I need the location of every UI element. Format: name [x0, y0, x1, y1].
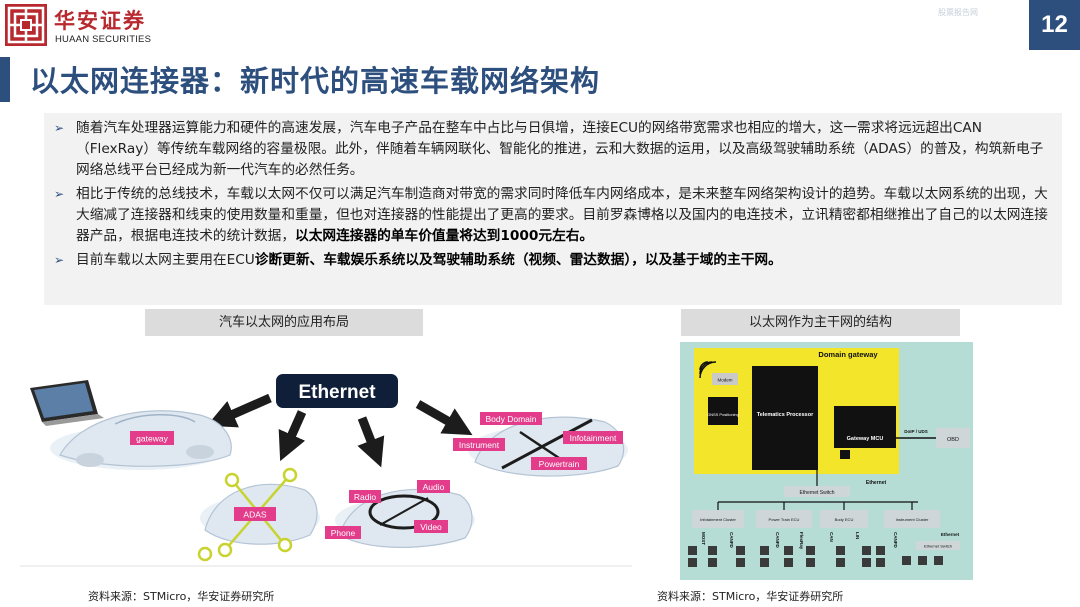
obd-label: OBD: [947, 437, 959, 443]
gnss-box: [708, 397, 738, 425]
obd-box: [936, 428, 970, 448]
bullet-arrow-icon: ➢: [54, 253, 65, 267]
tag-gateway-box: [130, 431, 174, 445]
gateway-mcu-box: [834, 406, 896, 448]
bullet-bold-text: 诊断更新、车载娱乐系统以及驾驶辅助系统（视频、雷达数据），以及基于域的主干网。: [254, 252, 782, 268]
tag-phone-box: [325, 526, 361, 539]
arrow-to-body: [415, 400, 473, 436]
logo-chinese-name: 华安证券: [54, 8, 146, 33]
ethernet-switch-2-label: Ethernet Switch: [924, 544, 952, 549]
tag-phone: Phone: [331, 528, 356, 538]
arrow-to-adas: [278, 410, 307, 462]
page-number: 12: [1029, 0, 1080, 50]
ethernet-switch-2-box: [916, 541, 960, 550]
arrow-to-infotainment: [357, 416, 385, 468]
lock-icon: [840, 450, 850, 459]
telematics-box: [752, 366, 818, 470]
tag-radio-box: [349, 490, 381, 503]
ethernet-label-2: Ethernet: [941, 532, 960, 537]
tag-adas: ADAS: [243, 510, 266, 520]
bus-canfd-1: CANFD: [729, 532, 734, 548]
bus-lin: LIN: [855, 532, 860, 539]
summary-box: ➢ 随着汽车处理器运算能力和硬件的高速发展，汽车电子产品在整车中占比与日俱增，连…: [44, 113, 1062, 305]
page-title: 以太网连接器：新时代的高速车载网络架构: [30, 64, 601, 98]
tag-video: Video: [420, 522, 442, 532]
bullet-text: 随着汽车处理器运算能力和硬件的高速发展，汽车电子产品在整车中占比与日俱增，连接E…: [76, 120, 1044, 178]
modem-box: [712, 373, 738, 385]
tag-audio-box: [417, 480, 450, 493]
ethernet-switch-box: [784, 486, 850, 497]
tag-audio: Audio: [423, 482, 445, 492]
backbone-links: [717, 470, 918, 510]
bus-can: CAN: [829, 532, 834, 542]
ethernet-box: [276, 374, 398, 408]
modem-label: Modem: [717, 378, 732, 383]
ecu-infotainment-label: Infotainment Cluster: [700, 517, 736, 522]
figure-caption-right: 以太网作为主干网的结构: [681, 309, 960, 336]
tag-radio: Radio: [354, 492, 376, 502]
ethernet-switch-label: Ethernet Switch: [799, 490, 834, 496]
figure-source-left: 资料来源：STMicro，华安证券研究所: [88, 590, 275, 603]
tag-infotainment-box: [563, 431, 623, 444]
wifi-icon: [699, 361, 717, 379]
bullet-bold-text: 以太网连接器的单车价值量将达到1000元左右。: [295, 228, 594, 244]
ecu-body-box: [820, 510, 868, 528]
bus-most: MOST: [701, 532, 706, 545]
bus-canfd-2: CANFD: [775, 532, 780, 548]
bus-flexray: FlexRay: [799, 532, 804, 550]
tag-video-box: [414, 520, 448, 533]
ecu-instrument-label: Instrument Cluster: [896, 517, 929, 522]
tag-body-box: [480, 412, 542, 425]
figure-source-right: 资料来源：STMicro，华安证券研究所: [657, 590, 844, 603]
bus-canfd-3: CANFD: [893, 532, 898, 548]
bullet-item: ➢ 目前车载以太网主要用在ECU诊断更新、车载娱乐系统以及驾驶辅助系统（视频、雷…: [54, 250, 1054, 271]
tag-instrument-box: [453, 438, 505, 451]
bullet-text: 相比于传统的总线技术，车载以太网不仅可以满足汽车制造商对带宽的需求同时降低车内网…: [76, 186, 1048, 244]
tag-powertrain-box: [531, 457, 587, 470]
title-accent-bar: [0, 57, 10, 102]
tag-infotainment: Infotainment: [570, 433, 617, 443]
logo-seal-icon: [5, 4, 47, 46]
ecu-powertrain-box: [756, 510, 812, 528]
figure-caption-left: 汽车以太网的应用布局: [145, 309, 423, 336]
ethernet-application-figure: Ethernet gateway ADAS: [20, 374, 632, 567]
node-blocks: [688, 546, 943, 567]
ecu-infotainment-box: [692, 510, 744, 528]
backbone-architecture-figure: Domain gateway Modem GNSS Positioning Te…: [680, 342, 973, 580]
company-logo: 华安证券 HUAAN SECURITIES: [4, 3, 154, 47]
ecu-powertrain-label: Power Train ECU: [769, 517, 800, 522]
ethernet-label: Ethernet: [298, 382, 376, 403]
telematics-label: Telematics Processor: [757, 412, 814, 418]
bullet-text: 目前车载以太网主要用在ECU: [76, 252, 255, 268]
tag-gateway: gateway: [136, 434, 168, 444]
gateway-mcu-label: Gateway MCU: [847, 436, 884, 442]
bullet-arrow-icon: ➢: [54, 187, 65, 201]
tag-body-domain: Body Domain: [485, 414, 536, 424]
logo-english-name: HUAAN SECURITIES: [55, 34, 152, 45]
domain-gateway-label: Domain gateway: [818, 350, 878, 359]
tablet-icon: [30, 380, 104, 426]
arrow-to-gateway: [206, 393, 272, 428]
ethernet-label: Ethernet: [866, 480, 887, 486]
ecu-body-label: Body ECU: [835, 517, 854, 522]
bullet-item: ➢ 随着汽车处理器运算能力和硬件的高速发展，汽车电子产品在整车中占比与日俱增，连…: [54, 118, 1054, 181]
tag-instrument: Instrument: [459, 440, 500, 450]
doip-label: DoIP / UDS: [904, 429, 927, 434]
ecu-instrument-box: [884, 510, 940, 528]
tag-powertrain: Powertrain: [539, 459, 580, 469]
watermark-tag: 股票报告网: [938, 8, 978, 17]
bullet-item: ➢ 相比于传统的总线技术，车载以太网不仅可以满足汽车制造商对带宽的需求同时降低车…: [54, 184, 1054, 247]
gnss-label: GNSS Positioning: [707, 412, 739, 417]
tag-adas-box: [234, 507, 276, 521]
bullet-arrow-icon: ➢: [54, 121, 65, 135]
